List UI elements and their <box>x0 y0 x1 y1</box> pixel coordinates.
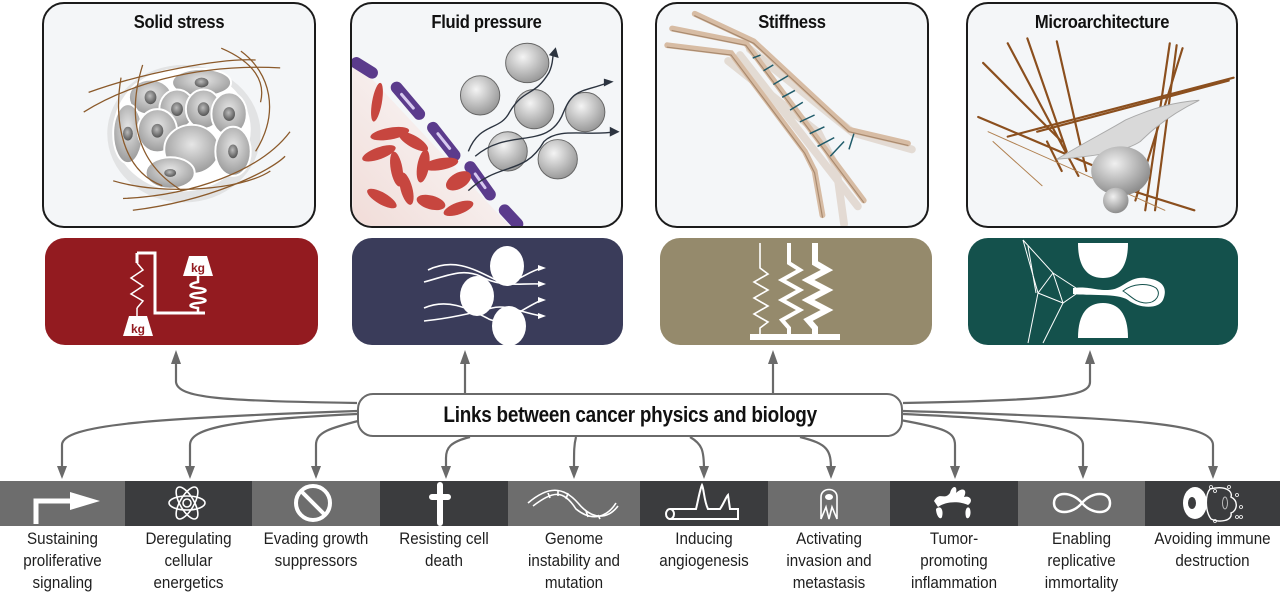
hallmark-tile-growth-suppressors <box>252 481 380 526</box>
kg-label: kg <box>131 322 145 336</box>
stiffness-icon-panel <box>660 238 932 345</box>
hallmark-tile-proliferative-signaling <box>0 481 125 526</box>
hallmark-tile-immune-destruction <box>1145 481 1280 526</box>
cell-in-matrix-illustration <box>977 37 1235 214</box>
card-title: Stiffness <box>758 12 826 32</box>
card-title: Fluid pressure <box>431 12 542 32</box>
hallmark-tile-cell-death <box>380 481 508 526</box>
solid-stress-icon-panel: kg kg <box>45 238 318 345</box>
card-stiffness: Stiffness <box>655 2 929 228</box>
fluid-flow-icon <box>423 246 546 345</box>
card-fluid-pressure: Fluid pressure <box>350 2 623 228</box>
hallmark-tile-genome-instability <box>508 481 640 526</box>
hallmark-tile-inflammation <box>890 481 1018 526</box>
arrowhead-up <box>768 350 778 364</box>
arrowhead-up <box>460 350 470 364</box>
card-microarchitecture: Microarchitecture <box>966 2 1238 228</box>
constriction-icon <box>1022 239 1165 344</box>
hallmark-tile-cellular-energetics <box>125 481 252 526</box>
dna-icon <box>508 481 640 526</box>
links-hub: Links between cancer physics and biology <box>357 393 903 437</box>
hub-label: Links between cancer physics and biology <box>443 402 817 427</box>
prohibited-icon <box>252 481 380 526</box>
invading-cell-icon <box>768 481 890 526</box>
bent-arrow-icon <box>0 481 125 526</box>
fiber-bundle-illustration <box>664 10 916 226</box>
arrowhead-up <box>171 350 181 364</box>
microarchitecture-icon-panel <box>968 238 1238 345</box>
arrow-up-microarchitecture <box>902 360 1092 405</box>
hallmark-tile-invasion-metastasis <box>768 481 890 526</box>
kg-label: kg <box>191 261 205 275</box>
blood-vessel-illustration <box>352 42 620 226</box>
blood-vessel-icon <box>640 481 768 526</box>
arrow-up-solid-stress <box>174 360 358 405</box>
atom-icon <box>125 481 252 526</box>
fluid-pressure-icon-panel <box>352 238 623 345</box>
spring-weight-icon: kg kg <box>123 251 213 336</box>
card-title: Microarchitecture <box>1034 12 1170 32</box>
infinity-icon <box>1018 481 1145 526</box>
flame-icon <box>890 481 1018 526</box>
card-title: Solid stress <box>133 12 225 32</box>
hallmark-tile-angiogenesis <box>640 481 768 526</box>
arrowhead-up <box>1085 350 1095 364</box>
cross-icon <box>380 481 508 526</box>
hallmark-tile-replicative-immortality <box>1018 481 1145 526</box>
tumor-cell-cluster-illustration <box>83 47 291 211</box>
spring-stiffness-icon <box>750 243 840 340</box>
card-solid-stress: Solid stress <box>42 2 316 228</box>
immune-cell-icon <box>1145 481 1280 526</box>
hallmarks-icon-strip <box>0 481 1280 526</box>
